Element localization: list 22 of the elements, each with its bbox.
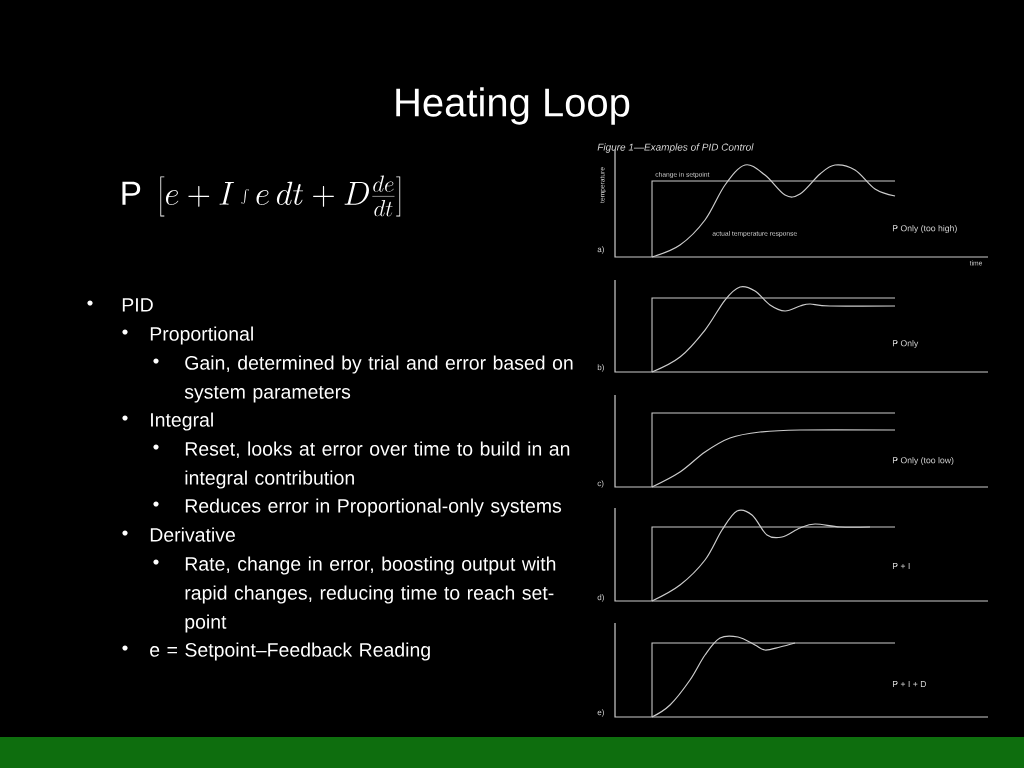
figure-caption: Figure 1—Examples of PID Control [597, 143, 754, 153]
bullet-text: Reset, looks at error over time to build in an integral contribution [185, 441, 570, 489]
slide-title: Heating Loop [396, 87, 630, 125]
panel-letter: c) [597, 480, 604, 488]
bullet-text: Integral [151, 412, 213, 431]
bullet-text: e = Setpoint–Feedback Reading [150, 642, 430, 661]
panel-label: P Only [893, 339, 919, 349]
bullet-text: Reduces error in Proportional-only systems [185, 498, 562, 517]
panel-label: P + I [893, 563, 910, 569]
bullet-text: Proportional [150, 326, 253, 345]
panel-letter: e) [597, 709, 604, 717]
bullet-text: PID [122, 298, 153, 312]
panel-letter: b) [597, 364, 604, 372]
panel-label: P + I + D [893, 681, 927, 687]
panel-label: P Only (too high) [893, 224, 957, 234]
bullet-text: Gain, determined by trial and error based on system parameters [184, 355, 573, 403]
panel-letter: a) [597, 246, 604, 254]
panel-letter: d) [597, 594, 604, 602]
bullet-text: Rate, change in error, boosting output with rapid changes, reducing time to reach set-point [185, 556, 556, 633]
bullet-text: Derivative [150, 527, 235, 542]
panel-label: P Only (too low) [893, 456, 954, 466]
formula: $\mathrm{P}\;\left[e+I\int e\,dt+D\frac{de}{dt}\right]$ [122, 175, 401, 217]
